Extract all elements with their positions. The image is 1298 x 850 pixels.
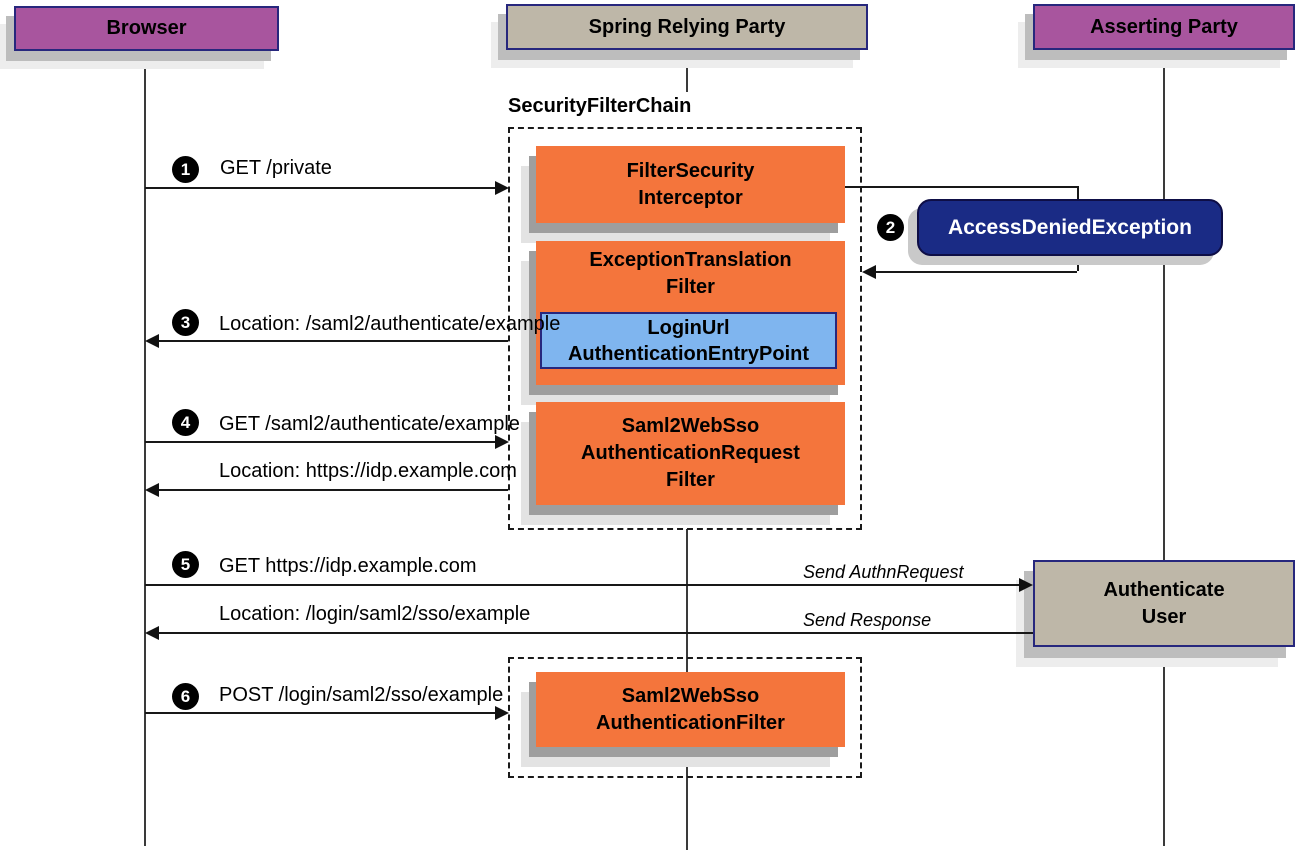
message-get-idp-example: GET https://idp.example.com	[219, 555, 477, 577]
relying-party-box: Spring Relying Party	[506, 4, 868, 50]
relying-party-lifeline-top	[686, 50, 688, 92]
authenticate-user-line1: Authenticate	[1103, 578, 1225, 601]
step-1-badge: 1	[172, 156, 199, 183]
arrowhead-left-icon	[862, 265, 876, 279]
filter-security-interceptor-box: FilterSecurity Interceptor	[536, 146, 845, 223]
security-filter-chain-container	[508, 127, 862, 530]
authenticate-user-box: Authenticate User	[1033, 560, 1295, 647]
arrowhead-left-icon	[145, 626, 159, 640]
arrowhead-right-icon	[495, 706, 509, 720]
fsi-line2: Interceptor	[638, 186, 743, 209]
srf-line1: Saml2WebSso	[621, 415, 760, 437]
authentication-filter-container	[508, 657, 862, 778]
arrow-location-idp-example	[159, 489, 508, 491]
saf-line2: AuthenticationFilter	[596, 711, 785, 734]
message-location-idp-example: Location: https://idp.example.com	[219, 460, 517, 482]
asserting-party-box: Asserting Party	[1033, 4, 1295, 50]
note-send-authn-request: Send AuthnRequest	[803, 562, 964, 582]
step-5-badge: 5	[172, 551, 199, 578]
saml2-websso-authentication-request-filter-box: Saml2WebSso AuthenticationRequest Filter	[536, 402, 845, 505]
message-location-login-saml2-sso: Location: /login/saml2/sso/example	[219, 603, 531, 625]
etf-line1: ExceptionTranslation	[589, 249, 792, 271]
security-filter-chain-title: SecurityFilterChain	[508, 95, 692, 117]
entry-point-line1: LoginUrl	[647, 316, 730, 339]
arrow-get-idp-example	[145, 584, 1019, 586]
entry-point-line2: AuthenticationEntryPoint	[567, 342, 810, 365]
asserting-party-label: Asserting Party	[1090, 15, 1238, 38]
access-denied-exception-box: AccessDeniedException	[917, 199, 1223, 256]
browser-lifeline	[144, 52, 146, 846]
saf-line1: Saml2WebSso	[621, 684, 760, 707]
message-get-saml2-authenticate: GET /saml2/authenticate/example	[219, 413, 520, 435]
srf-line3: Filter	[666, 469, 715, 491]
message-get-private: GET /private	[220, 157, 332, 179]
relying-party-label: Spring Relying Party	[588, 15, 786, 38]
self-loop-exception-bottom	[876, 271, 1077, 273]
arrow-post-login-saml2-sso	[145, 712, 495, 714]
asserting-party-lifeline	[1163, 50, 1165, 846]
step-2-badge: 2	[877, 214, 904, 241]
note-send-response: Send Response	[803, 610, 932, 630]
browser-party-label: Browser	[106, 17, 187, 39]
arrowhead-right-icon	[495, 435, 509, 449]
arrow-location-saml2-authenticate	[159, 340, 508, 342]
arrow-get-private	[145, 187, 495, 189]
step-4-badge: 4	[172, 409, 199, 436]
step-6-badge: 6	[172, 683, 199, 710]
login-url-authentication-entry-point-box: LoginUrl AuthenticationEntryPoint	[540, 312, 837, 369]
browser-party-box: Browser	[14, 6, 279, 51]
arrowhead-left-icon	[145, 483, 159, 497]
arrowhead-right-icon	[495, 181, 509, 195]
saml2-websso-authentication-filter-box: Saml2WebSso AuthenticationFilter	[536, 672, 845, 747]
arrowhead-left-icon	[145, 334, 159, 348]
etf-line2: Filter	[666, 276, 715, 298]
srf-line2: AuthenticationRequest	[581, 442, 800, 464]
message-post-login-saml2-sso: POST /login/saml2/sso/example	[219, 684, 504, 706]
arrow-location-login-saml2-sso	[159, 632, 1033, 634]
fsi-line1: FilterSecurity	[626, 159, 755, 182]
authenticate-user-line2: User	[1141, 605, 1187, 628]
self-loop-exception-top	[845, 186, 1077, 188]
message-location-saml2-authenticate: Location: /saml2/authenticate/example	[219, 313, 561, 335]
access-denied-exception-label: AccessDeniedException	[948, 215, 1192, 239]
arrowhead-right-icon	[1019, 578, 1033, 592]
arrow-get-saml2-authenticate	[145, 441, 495, 443]
step-3-badge: 3	[172, 309, 199, 336]
